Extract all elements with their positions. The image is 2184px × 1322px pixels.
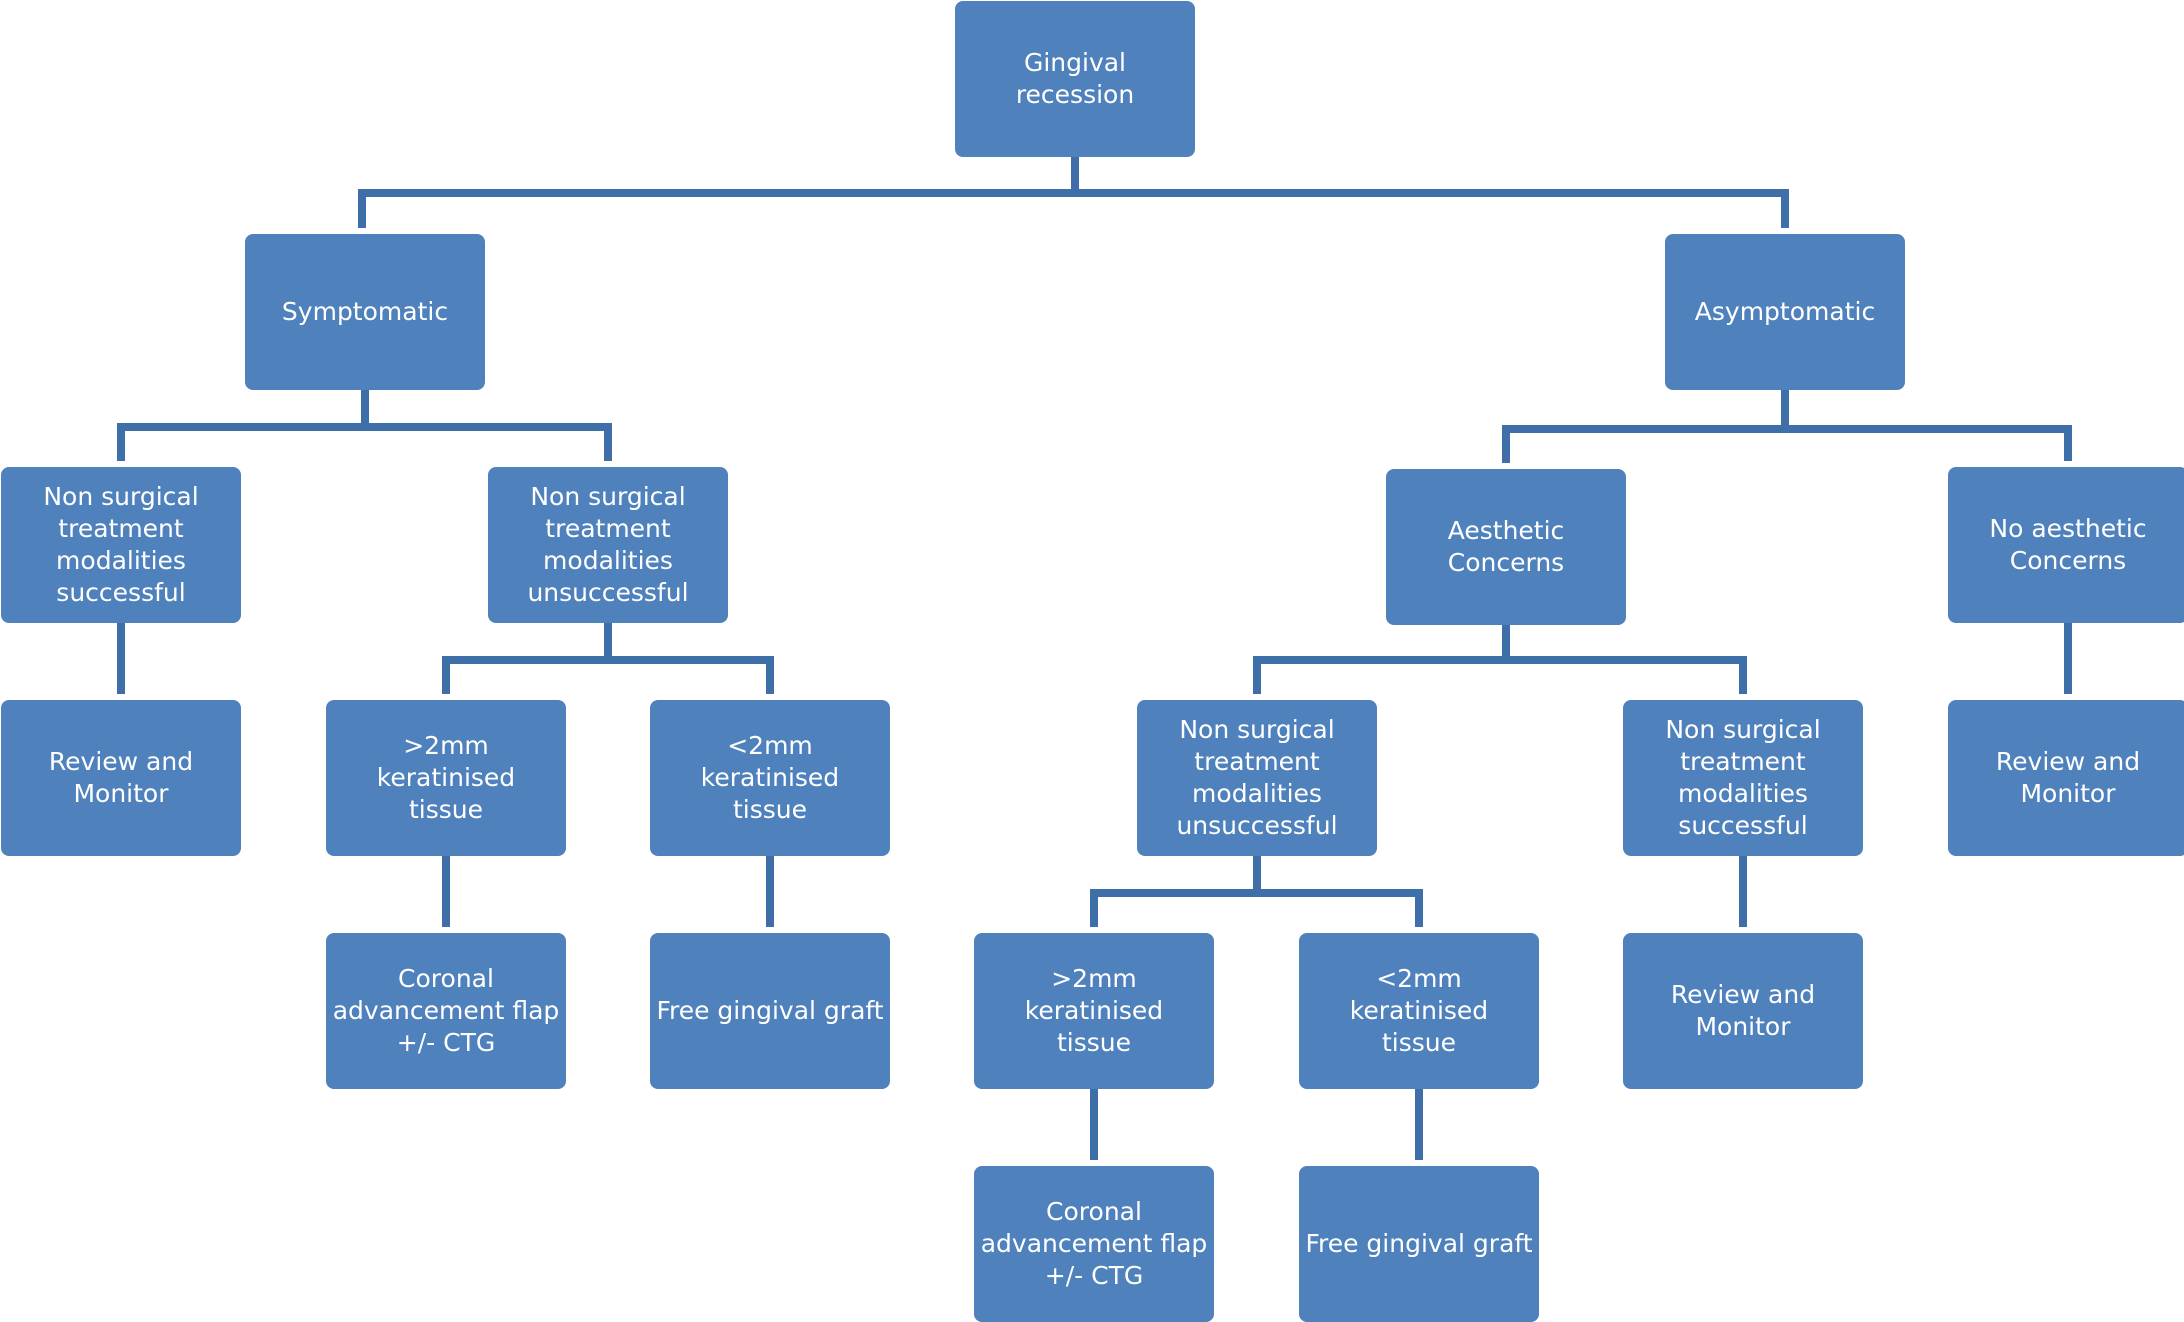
node-aesthetic-non-surgical-unsuccessful: Non surgical treatment modalities unsucc… — [1137, 700, 1377, 856]
node-label: No aesthetic Concerns — [1989, 514, 2147, 575]
node-label: Free gingival graft — [1305, 1229, 1533, 1258]
node-no-aesthetic-review-monitor: Review and Monitor — [1948, 700, 2184, 856]
node-label: Coronal advancement flap +/- CTG — [332, 964, 560, 1057]
node-label: Non surgical treatment modalities unsucc… — [527, 482, 689, 607]
node-label: Non surgical treatment modalities succes… — [1665, 715, 1821, 840]
node-asymptomatic: Asymptomatic — [1665, 234, 1905, 390]
node-no-aesthetic-concerns: No aesthetic Concerns — [1948, 467, 2184, 623]
node-symptomatic-free-gingival-graft: Free gingival graft — [650, 933, 890, 1089]
node-label: Symptomatic — [281, 297, 449, 326]
node-aesthetic-coronal-advancement-flap: Coronal advancement flap +/- CTG — [974, 1166, 1214, 1322]
node-symptomatic-gt2mm: >2mm keratinised tissue — [326, 700, 566, 856]
node-label: >2mm keratinised tissue — [376, 731, 516, 824]
node-symptomatic-lt2mm: <2mm keratinised tissue — [650, 700, 890, 856]
node-symptomatic-coronal-advancement-flap: Coronal advancement flap +/- CTG — [326, 933, 566, 1089]
node-aesthetic-review-monitor: Review and Monitor — [1623, 933, 1863, 1089]
node-symptomatic-review-monitor: Review and Monitor — [1, 700, 241, 856]
node-aesthetic-lt2mm: <2mm keratinised tissue — [1299, 933, 1539, 1089]
node-symptomatic: Symptomatic — [245, 234, 485, 390]
node-label: Aesthetic Concerns — [1447, 516, 1565, 577]
node-label: Non surgical treatment modalities succes… — [43, 482, 199, 607]
node-aesthetic-free-gingival-graft: Free gingival graft — [1299, 1166, 1539, 1322]
node-label: <2mm keratinised tissue — [1349, 964, 1489, 1057]
node-label: Coronal advancement flap +/- CTG — [980, 1197, 1208, 1290]
node-label: Review and Monitor — [1670, 980, 1816, 1041]
node-aesthetic-non-surgical-successful: Non surgical treatment modalities succes… — [1623, 700, 1863, 856]
node-label: Review and Monitor — [1995, 747, 2141, 808]
node-label: Non surgical treatment modalities unsucc… — [1176, 715, 1338, 840]
node-label: Review and Monitor — [48, 747, 194, 808]
node-aesthetic-gt2mm: >2mm keratinised tissue — [974, 933, 1214, 1089]
node-gingival-recession: Gingival recession — [955, 1, 1195, 157]
node-symptomatic-non-surgical-unsuccessful: Non surgical treatment modalities unsucc… — [488, 467, 728, 623]
node-label: >2mm keratinised tissue — [1024, 964, 1164, 1057]
node-label: Asymptomatic — [1694, 297, 1876, 326]
node-label: Gingival recession — [1015, 48, 1135, 109]
node-label: Free gingival graft — [656, 996, 884, 1025]
node-label: <2mm keratinised tissue — [700, 731, 840, 824]
node-aesthetic-concerns: Aesthetic Concerns — [1386, 469, 1626, 625]
node-symptomatic-non-surgical-successful: Non surgical treatment modalities succes… — [1, 467, 241, 623]
